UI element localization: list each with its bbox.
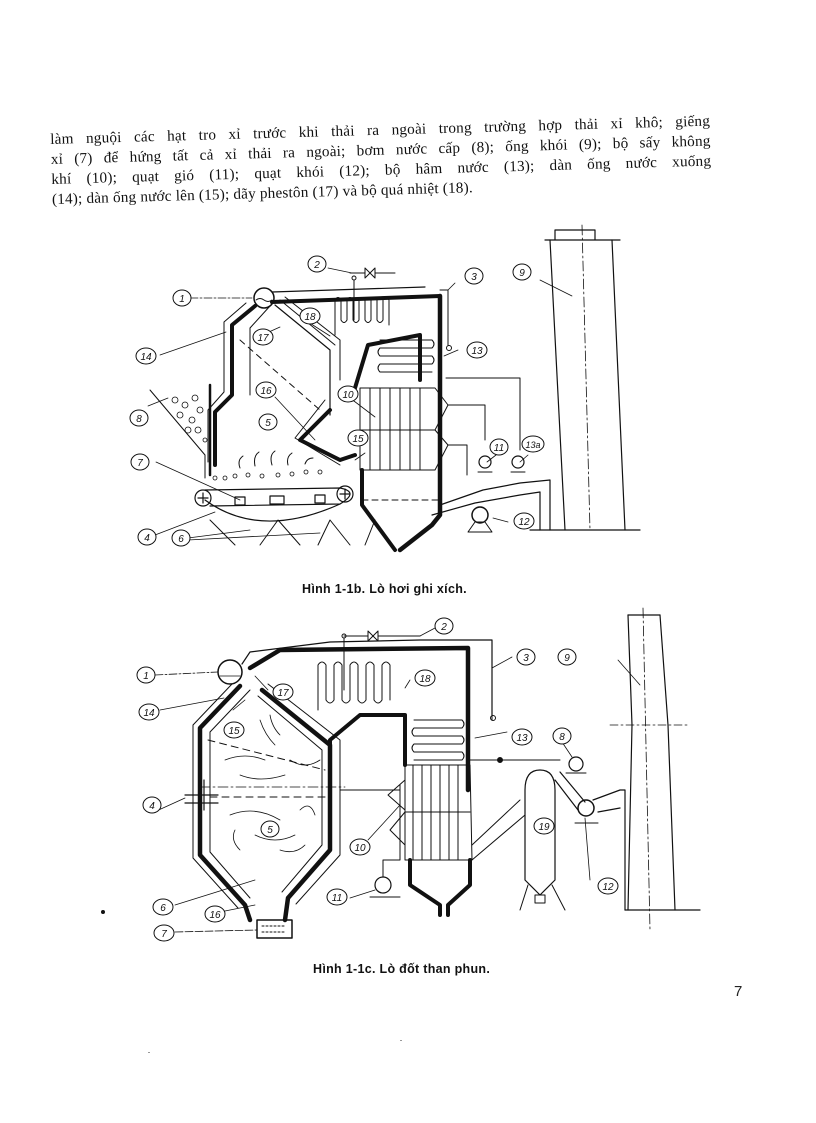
figure-1b-labels — [129, 255, 545, 547]
boiler-diagram-1b: 1 2 3 4 5 6 7 8 9 10 11 12 13 13a 14 15 … — [129, 224, 641, 553]
svg-text:14: 14 — [140, 352, 152, 363]
scan-speck — [148, 1052, 150, 1053]
svg-text:8: 8 — [136, 414, 142, 425]
svg-text:18: 18 — [304, 312, 316, 323]
svg-text:12: 12 — [602, 882, 614, 893]
figure-1b-caption: Hình 1-1b. Lò hơi ghi xích. — [302, 582, 467, 596]
svg-text:2: 2 — [313, 260, 320, 271]
svg-text:19: 19 — [538, 822, 550, 833]
svg-text:5: 5 — [267, 825, 273, 836]
page-number: 7 — [734, 983, 743, 1000]
svg-text:12: 12 — [518, 517, 530, 528]
svg-text:1: 1 — [179, 294, 185, 305]
svg-text:8: 8 — [559, 732, 565, 743]
figure-chain-grate-boiler: 1 2 3 4 5 6 7 8 9 10 11 12 13 13a 14 15 … — [129, 224, 641, 553]
svg-text:6: 6 — [178, 534, 184, 545]
svg-text:7: 7 — [161, 929, 167, 940]
svg-text:16: 16 — [260, 386, 272, 397]
figure-1c-caption: Hình 1-1c. Lò đốt than phun. — [313, 962, 491, 976]
svg-text:17: 17 — [277, 688, 289, 699]
svg-text:11: 11 — [494, 443, 504, 454]
svg-text:2: 2 — [440, 622, 447, 633]
svg-text:13a: 13a — [525, 440, 540, 450]
svg-text:15: 15 — [352, 434, 364, 445]
svg-text:13: 13 — [471, 346, 483, 357]
svg-text:13: 13 — [516, 733, 528, 744]
svg-text:1: 1 — [143, 671, 149, 682]
svg-text:18: 18 — [419, 674, 431, 685]
scan-artifact-dot — [101, 910, 105, 914]
svg-text:9: 9 — [564, 653, 570, 664]
svg-text:4: 4 — [149, 801, 155, 812]
svg-text:15: 15 — [228, 726, 240, 737]
svg-text:17: 17 — [257, 333, 269, 344]
svg-text:4: 4 — [144, 533, 150, 544]
svg-text:9: 9 — [519, 268, 525, 279]
svg-text:3: 3 — [523, 653, 529, 664]
svg-text:11: 11 — [332, 893, 342, 904]
svg-text:7: 7 — [137, 458, 143, 469]
svg-text:10: 10 — [342, 390, 354, 401]
steam-drum-icon — [253, 287, 275, 309]
svg-text:14: 14 — [143, 708, 155, 719]
svg-text:10: 10 — [354, 843, 366, 854]
figure-1c-labels — [136, 617, 619, 942]
svg-text:16: 16 — [209, 910, 221, 921]
svg-text:3: 3 — [471, 272, 477, 283]
svg-text:5: 5 — [265, 418, 271, 429]
svg-text:6: 6 — [160, 903, 166, 914]
scan-speck — [400, 1040, 402, 1041]
